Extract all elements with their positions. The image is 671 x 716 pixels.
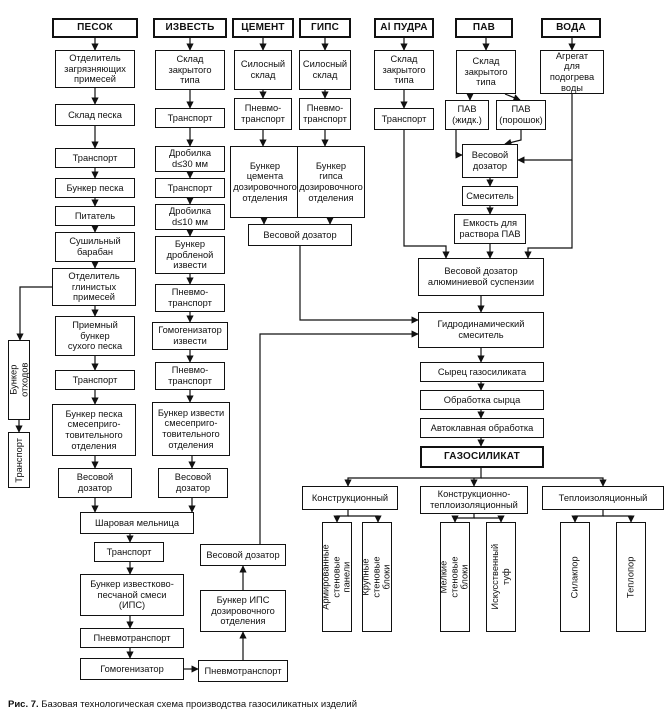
ball-mill: Шаровая мельница: [80, 512, 194, 534]
connector-arrow: [524, 160, 573, 259]
cement-gypsum-doser: Весовой дозатор: [248, 224, 352, 246]
caption-label: Рис. 7.: [8, 699, 39, 710]
autoclave-processing: Автоклавная обработка: [420, 418, 544, 438]
surfactant-liquid: ПАВ (жидк.): [445, 100, 489, 130]
lime-pneumo-2: Пневмо- транспорт: [155, 362, 225, 390]
product-artificial-tuff-label: Искусственный туф: [490, 544, 511, 610]
header-gypsum: ГИПС: [299, 18, 351, 38]
ips-pneumo: Пневмотранспорт: [80, 628, 184, 648]
water-heater: Агрегат для подогрева воды: [540, 50, 604, 94]
surfactant-storage: Склад закрытого типа: [456, 50, 516, 94]
header-cement: ЦЕМЕНТ: [232, 18, 294, 38]
waste-transport: Транспорт: [8, 432, 30, 488]
cement-pneumo: Пневмо- транспорт: [234, 98, 292, 130]
sand-dryer: Сушильный барабан: [55, 232, 135, 262]
connector-arrow: [603, 515, 635, 523]
sand-doser: Весовой дозатор: [58, 468, 132, 498]
header-sand: ПЕСОК: [52, 18, 138, 38]
ips-bunker: Бункер известково- песчаной смеси (ИПС): [80, 574, 184, 616]
al-transport: Транспорт: [374, 108, 434, 130]
product-small-blocks: Мелкие стеновые блоки: [438, 522, 471, 632]
header-water: ВОДА: [541, 18, 601, 38]
connector-arrow: [16, 286, 52, 341]
al-storage: Склад закрытого типа: [374, 50, 434, 90]
sand-storage: Склад песка: [55, 104, 135, 126]
connector-arrow: [348, 515, 382, 523]
lime-homogenizer: Гомогенизатор извести: [152, 322, 228, 350]
connector-arrow: [299, 246, 419, 324]
lime-storage: Склад закрытого типа: [155, 50, 225, 90]
connector-arrow: [344, 468, 482, 487]
product-large-blocks: Крупные стеновые блоки: [360, 522, 393, 632]
category-structural-insulating: Конструкционно- теплоизоляционный: [420, 486, 528, 514]
category-insulating: Теплоизоляционный: [542, 486, 664, 510]
raw-gas-silicate: Сырец газосиликата: [420, 362, 544, 382]
product-silakpor-label: Силакпор: [569, 556, 580, 598]
ips-doser-bunker: Бункер ИПС дозировочного отделения: [200, 590, 286, 632]
crushed-lime-bunker: Бункер дробленой извести: [155, 236, 225, 274]
caption-text: Базовая технологическая схема производст…: [38, 699, 358, 710]
header-al-powder: Al ПУДРА: [374, 18, 434, 38]
hydrodynamic-mixer: Гидродинамический смеситель: [418, 312, 544, 348]
raw-processing: Обработка сырца: [420, 390, 544, 410]
connector-arrow: [504, 93, 521, 101]
ips-homogenizer: Гомогенизатор: [80, 658, 184, 680]
product-silakpor: Силакпор: [560, 522, 590, 632]
lime-mix-bunker: Бункер извести смесеприго- товительного …: [152, 402, 230, 456]
product-reinforced-panels: Армированные стеновые панели: [320, 522, 353, 632]
sand-mix-bunker: Бункер песка смесеприго- товительного от…: [52, 404, 136, 456]
gypsum-pneumo: Пневмо- транспорт: [299, 98, 351, 130]
surfactant-powder: ПАВ (порошок): [496, 100, 546, 130]
ips-doser: Весовой дозатор: [200, 544, 286, 566]
dry-sand-bunker: Приемный бункер сухого песка: [55, 316, 135, 356]
mill-transport: Транспорт: [94, 542, 164, 562]
figure-caption: Рис. 7. Базовая технологическая схема пр…: [8, 699, 357, 710]
header-lime: ИЗВЕСТЬ: [153, 18, 227, 38]
product-teplopor-label: Теплопор: [625, 556, 636, 598]
cement-silo: Силосный склад: [234, 50, 292, 90]
sand-bunker: Бункер песка: [55, 178, 135, 198]
crusher-30: Дробилка d≤30 мм: [155, 146, 225, 172]
sand-separator: Отделитель загрязняющих примесей: [55, 50, 135, 88]
connector-arrow: [455, 130, 463, 159]
connector-arrow: [333, 510, 349, 523]
gypsum-bunker: Бункер гипса дозировочного отделения: [297, 146, 365, 218]
ips-pneumo-2: Пневмотранспорт: [198, 660, 288, 682]
connector-arrow: [403, 130, 450, 259]
lime-pneumo: Пневмо- транспорт: [155, 284, 225, 312]
product-large-blocks-label: Крупные стеновые блоки: [360, 556, 393, 598]
product-artificial-tuff: Искусственный туф: [486, 522, 516, 632]
waste-bunker-label: Бункер отходов: [8, 362, 30, 398]
sand-feeder: Питатель: [55, 206, 135, 226]
category-structural: Конструкционный: [302, 486, 398, 510]
header-surfactant: ПАВ: [455, 18, 513, 38]
lime-doser: Весовой дозатор: [158, 468, 228, 498]
connector-arrow: [481, 477, 607, 487]
al-suspension-doser: Весовой дозатор алюминиевой суспензии: [418, 258, 544, 296]
product-small-blocks-label: Мелкие стеновые блоки: [438, 556, 471, 598]
connector-arrow: [571, 510, 604, 523]
connector-arrow: [259, 330, 419, 544]
waste-transport-label: Транспорт: [13, 437, 24, 483]
connector-arrow: [451, 514, 475, 523]
gypsum-silo: Силосный склад: [299, 50, 351, 90]
product-reinforced-panels-label: Армированные стеновые панели: [320, 544, 353, 610]
sand-transport-1: Транспорт: [55, 148, 135, 168]
connector-arrow: [504, 130, 522, 146]
surfactant-tank: Емкость для раствора ПАВ: [454, 214, 526, 244]
cement-bunker: Бункер цемента дозировочного отделения: [230, 146, 300, 218]
crusher-10: Дробилка d≤10 мм: [155, 204, 225, 230]
gas-silicate: ГАЗОСИЛИКАТ: [420, 446, 544, 468]
clay-separator: Отделитель глинистых примесей: [52, 268, 136, 306]
surfactant-mixer: Смеситель: [462, 186, 518, 206]
lime-transport-2: Транспорт: [155, 178, 225, 198]
connector-arrow: [474, 515, 505, 523]
waste-bunker: Бункер отходов: [8, 340, 30, 420]
lime-transport: Транспорт: [155, 108, 225, 128]
surfactant-doser: Весовой дозатор: [462, 144, 518, 178]
product-teplopor: Теплопор: [616, 522, 646, 632]
sand-transport-2: Транспорт: [55, 370, 135, 390]
